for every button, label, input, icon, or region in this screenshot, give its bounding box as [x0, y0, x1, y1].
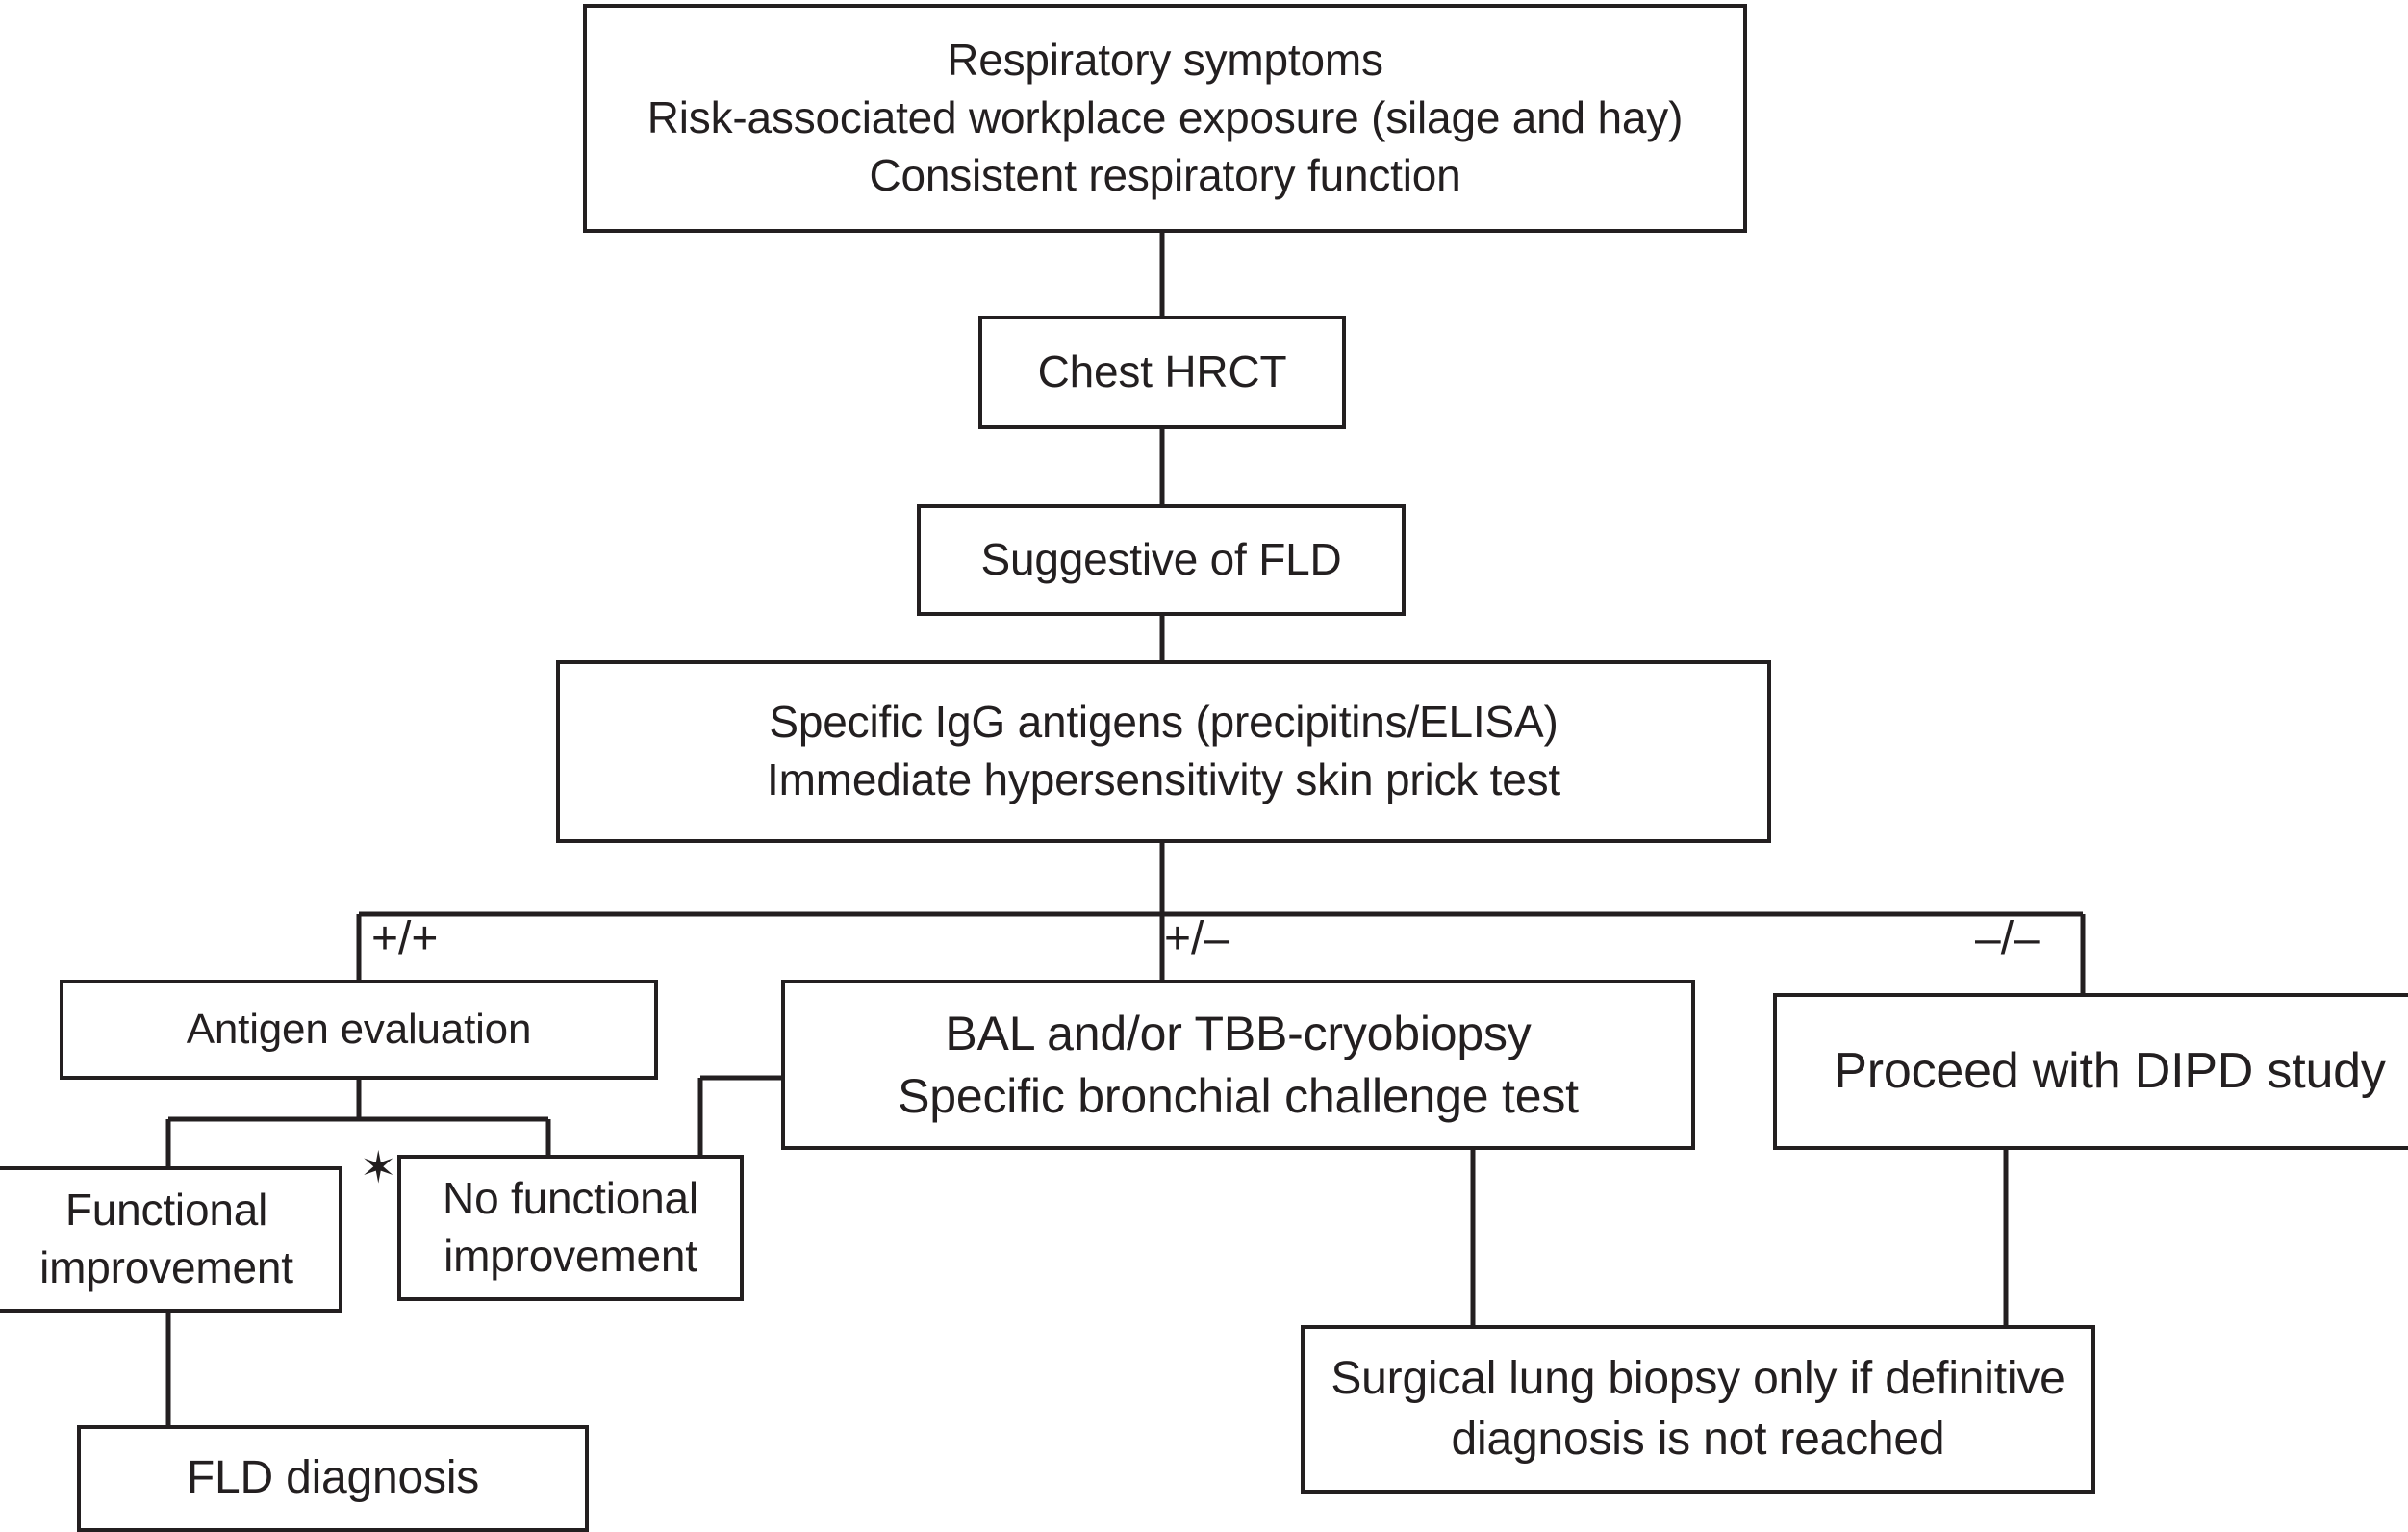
- node-proceed-dipd-study: Proceed with DIPD study: [1773, 993, 2408, 1150]
- node-functional-improvement: Functional improvement: [0, 1166, 342, 1313]
- node-antigen-evaluation: Antigen evaluation: [60, 980, 658, 1080]
- node-suggestive-of-fld: Suggestive of FLD: [917, 504, 1406, 616]
- node-initial-assessment: Respiratory symptoms Risk-associated wor…: [583, 4, 1747, 233]
- node-no-functional-improvement: No functional improvement: [397, 1155, 744, 1301]
- node-fld-diagnosis: FLD diagnosis: [77, 1425, 589, 1532]
- asterisk-footnote-marker: ✶: [360, 1142, 397, 1192]
- node-surgical-lung-biopsy: Surgical lung biopsy only if definitive …: [1301, 1325, 2095, 1494]
- node-serology-tests: Specific IgG antigens (precipitins/ELISA…: [556, 660, 1771, 843]
- edge-label-positive-positive: +/+: [371, 913, 439, 964]
- edge-label-negative-negative: –/–: [1975, 913, 2040, 964]
- edge-label-positive-negative: +/–: [1164, 913, 1230, 964]
- node-bal-cryobiopsy: BAL and/or TBB-cryobiopsy Specific bronc…: [781, 980, 1695, 1150]
- node-chest-hrct: Chest HRCT: [978, 316, 1346, 429]
